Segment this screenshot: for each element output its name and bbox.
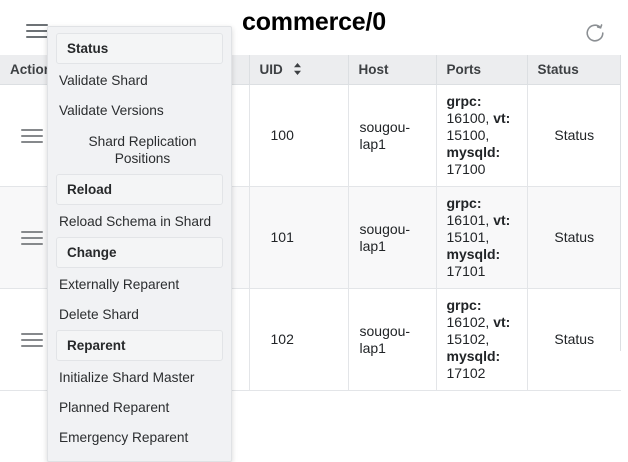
hamburger-bar: [21, 344, 43, 347]
port-name: grpc:: [446, 195, 482, 211]
row-uid-cell: 101: [249, 186, 349, 289]
port-value: 16100,: [446, 110, 490, 126]
hamburger-bar: [21, 134, 43, 137]
row-host-cell: sougou-lap1: [348, 288, 437, 391]
row-menu-icon[interactable]: [21, 128, 43, 143]
menu-section-header: Reload: [56, 174, 223, 205]
row-status-link[interactable]: Status: [527, 186, 621, 289]
hamburger-bar: [26, 36, 48, 38]
hamburger-bar: [21, 332, 43, 335]
menu-item[interactable]: Shard Replication Positions: [88, 134, 197, 166]
row-ports-cell: grpc: 16100, vt: 15100, mysqld: 17100: [436, 84, 528, 187]
hamburger-bar: [26, 24, 48, 26]
table-right-border: [620, 55, 621, 351]
menu-item[interactable]: Externally Reparent: [59, 277, 180, 292]
row-status-link[interactable]: Status: [527, 84, 621, 187]
hamburger-bar: [21, 230, 43, 233]
menu-item[interactable]: Delete Shard: [59, 307, 139, 322]
port-name: mysqld:: [446, 246, 501, 262]
column-header-status-label: Status: [537, 62, 579, 77]
port-name: grpc:: [446, 297, 482, 313]
hamburger-bar: [21, 242, 43, 245]
port-value: 16101,: [446, 212, 490, 228]
hamburger-bar: [21, 236, 43, 239]
sort-arrows-icon[interactable]: [293, 63, 302, 78]
hamburger-bar: [21, 140, 43, 143]
menu-section-header: Status: [56, 33, 223, 64]
column-header-ports: Ports: [436, 55, 528, 85]
port-value: 15101,: [446, 229, 490, 245]
column-header-host: Host: [348, 55, 437, 85]
menu-item[interactable]: Initialize Shard Master: [59, 370, 195, 385]
port-name: mysqld:: [446, 348, 501, 364]
port-value: 15102,: [446, 331, 490, 347]
menu-section-header: Change: [56, 237, 223, 268]
hamburger-bar: [21, 128, 43, 131]
row-ports-cell: grpc: 16102, vt: 15102, mysqld: 17102: [436, 288, 528, 391]
port-name: vt:: [493, 212, 511, 228]
row-uid-cell: 100: [249, 84, 349, 187]
page-title: commerce/0: [242, 8, 386, 36]
menu-item[interactable]: Planned Reparent: [59, 400, 170, 415]
column-header-status: Status: [527, 55, 621, 85]
row-ports-cell: grpc: 16101, vt: 15101, mysqld: 17101: [436, 186, 528, 289]
menu-item[interactable]: Validate Shard: [59, 73, 148, 88]
port-value: 17101: [446, 263, 486, 279]
menu-section-header: Reparent: [56, 330, 223, 361]
column-header-uid-label: UID: [259, 62, 283, 77]
port-value: 17102: [446, 365, 486, 381]
shard-detail-page: commerce/0 Action(s) UID: [0, 8, 621, 462]
menu-item[interactable]: Reload Schema in Shard: [59, 214, 212, 229]
row-menu-icon[interactable]: [21, 230, 43, 245]
menu-item[interactable]: Emergency Reparent: [59, 430, 189, 445]
port-name: vt:: [493, 110, 511, 126]
port-name: mysqld:: [446, 144, 501, 160]
hamburger-bar: [26, 30, 48, 32]
hamburger-icon[interactable]: [26, 24, 48, 40]
port-value: 17100: [446, 161, 486, 177]
refresh-icon[interactable]: [584, 22, 606, 44]
port-value: 16102,: [446, 314, 490, 330]
row-uid-cell: 102: [249, 288, 349, 391]
row-host-cell: sougou-lap1: [348, 84, 437, 187]
hamburger-bar: [21, 338, 43, 341]
column-header-uid[interactable]: UID: [249, 55, 349, 85]
row-status-link[interactable]: Status: [527, 288, 621, 391]
menu-item[interactable]: Validate Versions: [59, 103, 164, 118]
column-header-host-label: Host: [358, 62, 389, 77]
row-menu-icon[interactable]: [21, 332, 43, 347]
row-host-cell: sougou-lap1: [348, 186, 437, 289]
port-value: 15100,: [446, 127, 490, 143]
port-name: vt:: [493, 314, 511, 330]
column-header-ports-label: Ports: [446, 62, 482, 77]
port-name: grpc:: [446, 93, 482, 109]
